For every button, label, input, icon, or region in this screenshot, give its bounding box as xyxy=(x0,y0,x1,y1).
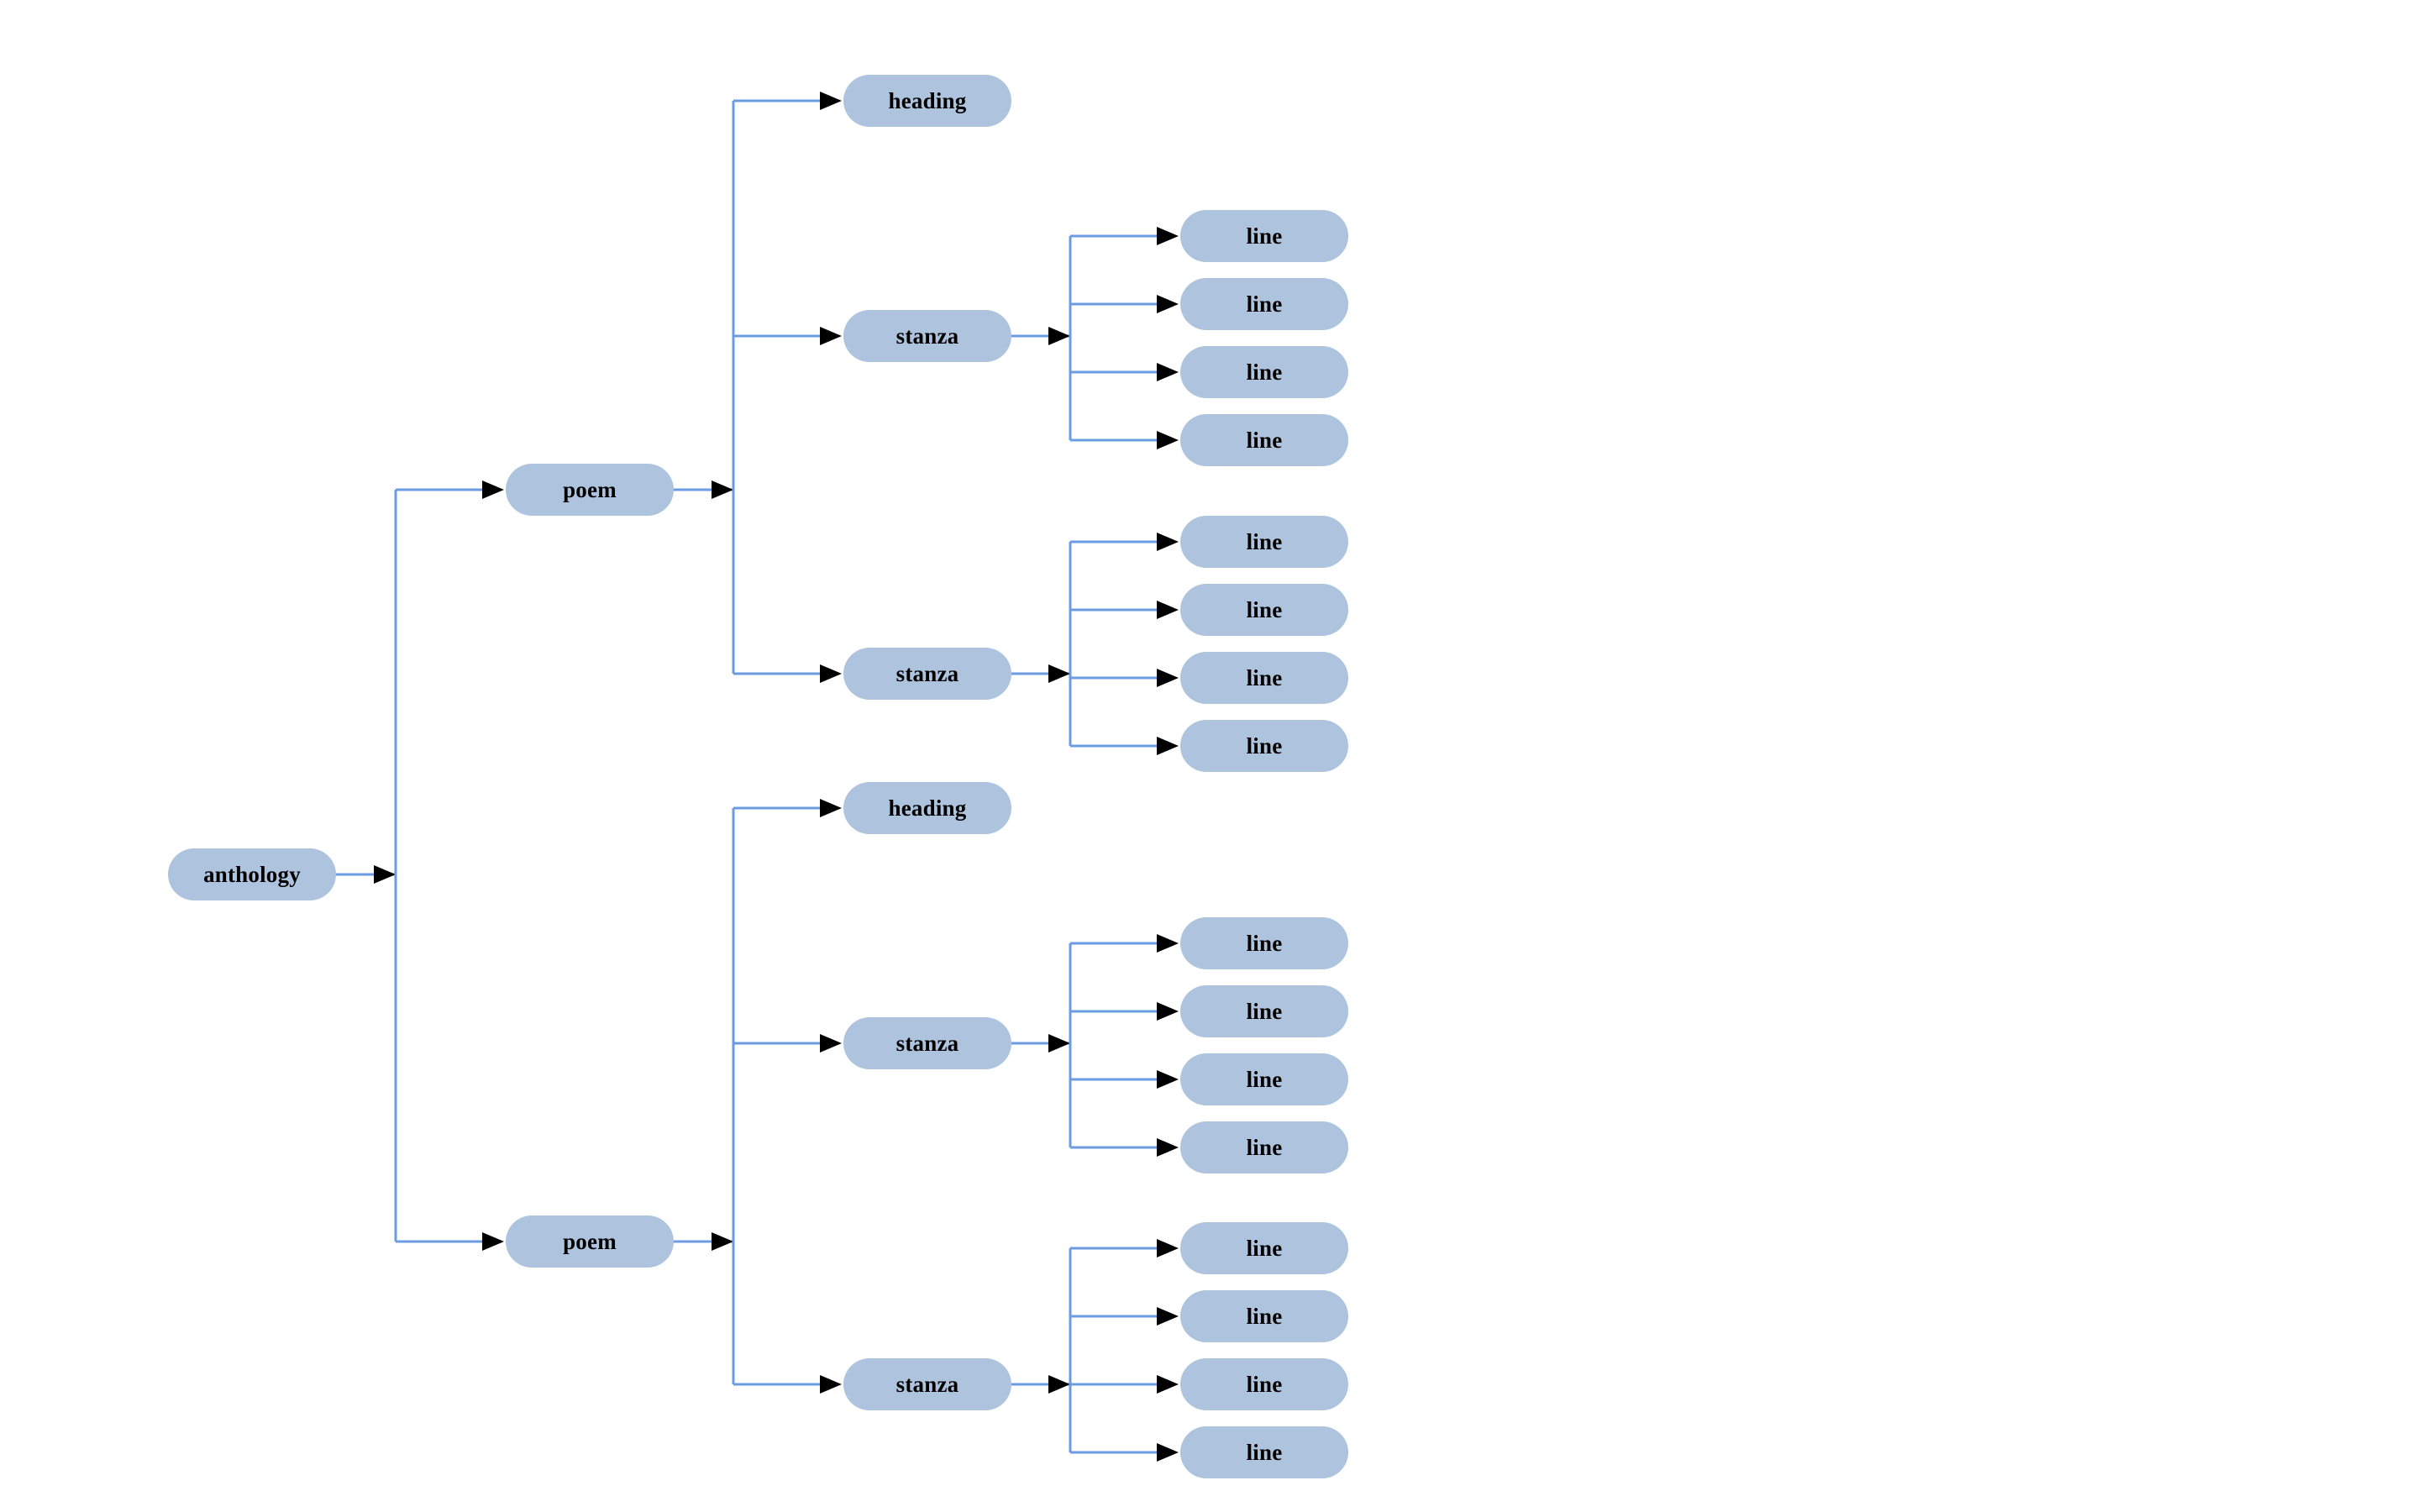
arrowhead-line-2-2-2 xyxy=(1157,1307,1179,1326)
arrowhead-poem-2 xyxy=(482,1232,504,1251)
node-line-2-2-3[interactable]: line xyxy=(1180,1358,1348,1410)
node-label-line-1-2-2: line xyxy=(1246,596,1283,622)
arrowhead-line-2-1-1 xyxy=(1157,934,1179,953)
node-label-line-1-1-1: line xyxy=(1246,223,1283,249)
node-line-1-2-4[interactable]: line xyxy=(1180,720,1348,772)
node-line-2-2-1[interactable]: line xyxy=(1180,1222,1348,1274)
node-label-line-2-2-1: line xyxy=(1246,1235,1283,1261)
node-stanza-2-1[interactable]: stanza xyxy=(843,1017,1011,1069)
arrowhead-poem-1 xyxy=(482,480,504,499)
node-label-anthology: anthology xyxy=(203,861,301,887)
node-label-line-1-2-4: line xyxy=(1246,732,1283,759)
arrowhead-trunk-stanza-1-1 xyxy=(1048,327,1070,345)
node-label-line-2-1-3: line xyxy=(1246,1066,1283,1092)
node-stanza-1-1[interactable]: stanza xyxy=(843,310,1011,362)
node-line-2-2-4[interactable]: line xyxy=(1180,1426,1348,1478)
node-label-stanza-2-1: stanza xyxy=(895,1030,959,1056)
node-label-stanza-2-2: stanza xyxy=(895,1371,959,1397)
node-label-heading-2: heading xyxy=(888,795,967,821)
node-line-2-2-2[interactable]: line xyxy=(1180,1290,1348,1342)
arrowhead-line-2-1-3 xyxy=(1157,1070,1179,1089)
arrowhead-stanza-2-2 xyxy=(820,1375,842,1394)
arrowhead-line-2-1-4 xyxy=(1157,1138,1179,1157)
node-line-2-1-3[interactable]: line xyxy=(1180,1053,1348,1105)
node-heading-1[interactable]: heading xyxy=(843,75,1011,127)
node-label-stanza-1-1: stanza xyxy=(895,323,959,349)
arrowhead-line-2-2-1 xyxy=(1157,1239,1179,1257)
arrowhead-line-1-2-3 xyxy=(1157,669,1179,687)
node-line-2-1-1[interactable]: line xyxy=(1180,917,1348,969)
node-line-2-1-4[interactable]: line xyxy=(1180,1121,1348,1173)
node-label-line-1-2-3: line xyxy=(1246,664,1283,690)
node-stanza-2-2[interactable]: stanza xyxy=(843,1358,1011,1410)
node-label-line-2-1-1: line xyxy=(1246,930,1283,956)
node-line-1-1-1[interactable]: line xyxy=(1180,210,1348,262)
node-label-line-2-1-4: line xyxy=(1246,1134,1283,1160)
node-line-1-2-3[interactable]: line xyxy=(1180,652,1348,704)
arrowhead-trunk-stanza-2-1 xyxy=(1048,1034,1070,1053)
node-label-line-2-1-2: line xyxy=(1246,998,1283,1024)
node-label-line-2-2-4: line xyxy=(1246,1439,1283,1465)
node-label-line-1-1-3: line xyxy=(1246,359,1283,385)
arrowhead-line-1-1-2 xyxy=(1157,295,1179,313)
node-label-heading-1: heading xyxy=(888,87,967,113)
node-label-line-1-1-4: line xyxy=(1246,427,1283,453)
node-line-1-1-2[interactable]: line xyxy=(1180,278,1348,330)
node-stanza-1-2[interactable]: stanza xyxy=(843,648,1011,700)
arrowhead-line-1-2-4 xyxy=(1157,737,1179,755)
node-label-poem-2: poem xyxy=(563,1228,617,1254)
node-label-poem-1: poem xyxy=(563,476,617,502)
arrowhead-line-1-2-2 xyxy=(1157,601,1179,619)
node-label-line-1-2-1: line xyxy=(1246,528,1283,554)
node-line-1-1-3[interactable]: line xyxy=(1180,346,1348,398)
arrowhead-line-2-2-3 xyxy=(1157,1375,1179,1394)
node-anthology[interactable]: anthology xyxy=(168,848,336,900)
arrowhead-line-1-1-1 xyxy=(1157,227,1179,245)
arrowhead-line-1-1-4 xyxy=(1157,431,1179,449)
arrowhead-trunk-poem-2 xyxy=(712,1232,733,1251)
node-line-1-2-1[interactable]: line xyxy=(1180,516,1348,568)
arrowhead-trunk-stanza-1-2 xyxy=(1048,664,1070,683)
arrowhead-stanza-1-2 xyxy=(820,664,842,683)
arrowhead-trunk-poem-1 xyxy=(712,480,733,499)
arrowhead-heading-2 xyxy=(820,799,842,817)
node-label-stanza-1-2: stanza xyxy=(895,660,959,686)
arrowhead-stanza-2-1 xyxy=(820,1034,842,1053)
arrowhead-heading-1 xyxy=(820,92,842,110)
arrowhead-line-2-1-2 xyxy=(1157,1002,1179,1021)
node-heading-2[interactable]: heading xyxy=(843,782,1011,834)
node-poem-1[interactable]: poem xyxy=(506,464,674,516)
node-line-1-2-2[interactable]: line xyxy=(1180,584,1348,636)
arrowhead-line-1-1-3 xyxy=(1157,363,1179,381)
node-line-1-1-4[interactable]: line xyxy=(1180,414,1348,466)
arrowhead-line-2-2-4 xyxy=(1157,1443,1179,1462)
node-poem-2[interactable]: poem xyxy=(506,1215,674,1268)
node-line-2-1-2[interactable]: line xyxy=(1180,985,1348,1037)
arrowhead-trunk-anthology xyxy=(374,865,396,884)
node-label-line-1-1-2: line xyxy=(1246,291,1283,317)
arrowhead-stanza-1-1 xyxy=(820,327,842,345)
node-label-line-2-2-2: line xyxy=(1246,1303,1283,1329)
arrowhead-trunk-stanza-2-2 xyxy=(1048,1375,1070,1394)
node-label-line-2-2-3: line xyxy=(1246,1371,1283,1397)
arrowhead-line-1-2-1 xyxy=(1157,533,1179,551)
